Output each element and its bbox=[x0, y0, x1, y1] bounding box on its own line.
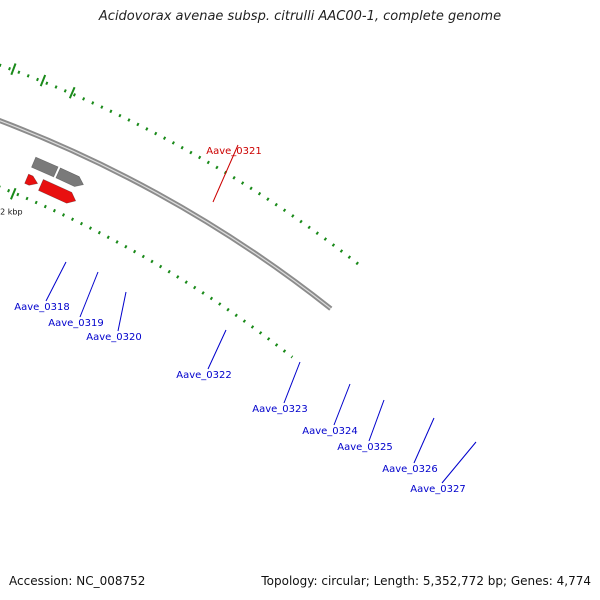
genome-summary-text: Topology: circular; Length: 5,352,772 bp… bbox=[261, 574, 591, 588]
gene-label: Aave_0324 bbox=[302, 426, 358, 437]
gene-leader-line bbox=[79, 271, 99, 318]
scale-label: 362 kbp bbox=[0, 207, 23, 216]
scale-tick-outer bbox=[10, 63, 17, 76]
gene-label: Aave_0326 bbox=[382, 464, 438, 475]
backbone-highlight bbox=[0, 120, 332, 310]
gene-feature-red bbox=[24, 173, 39, 186]
gene-label: Aave_0321 bbox=[206, 146, 262, 157]
gene-feature-gray bbox=[31, 156, 59, 178]
gene-label: Aave_0327 bbox=[410, 484, 466, 495]
gene-label: Aave_0318 bbox=[14, 302, 70, 313]
gene-leader-line bbox=[212, 144, 239, 203]
gene-label: Aave_0320 bbox=[86, 332, 142, 343]
gene-leader-line bbox=[441, 441, 477, 484]
gene-leader-line bbox=[117, 291, 127, 332]
scale-tick-outer bbox=[68, 86, 76, 99]
gene-leader-line bbox=[368, 399, 385, 442]
gene-leader-line bbox=[413, 417, 435, 464]
scale-tick bbox=[10, 187, 17, 200]
accession-text: Accession: NC_008752 bbox=[9, 574, 146, 588]
gene-label: Aave_0319 bbox=[48, 318, 104, 329]
page-title: Acidovorax avenae subsp. citrulli AAC00-… bbox=[98, 9, 502, 24]
gene-label: Aave_0325 bbox=[337, 442, 393, 453]
gene-leader-line bbox=[207, 329, 227, 370]
gene-leader-line bbox=[333, 383, 351, 426]
scale-track-outer bbox=[0, 63, 365, 270]
gene-feature-gray bbox=[55, 167, 84, 187]
scale-tick-outer bbox=[39, 74, 47, 87]
gene-leader-line bbox=[45, 261, 67, 302]
gene-feature-red bbox=[38, 179, 77, 204]
gene-label: Aave_0323 bbox=[252, 404, 308, 415]
gene-leader-line bbox=[283, 361, 301, 404]
gene-label: Aave_0322 bbox=[176, 370, 232, 381]
